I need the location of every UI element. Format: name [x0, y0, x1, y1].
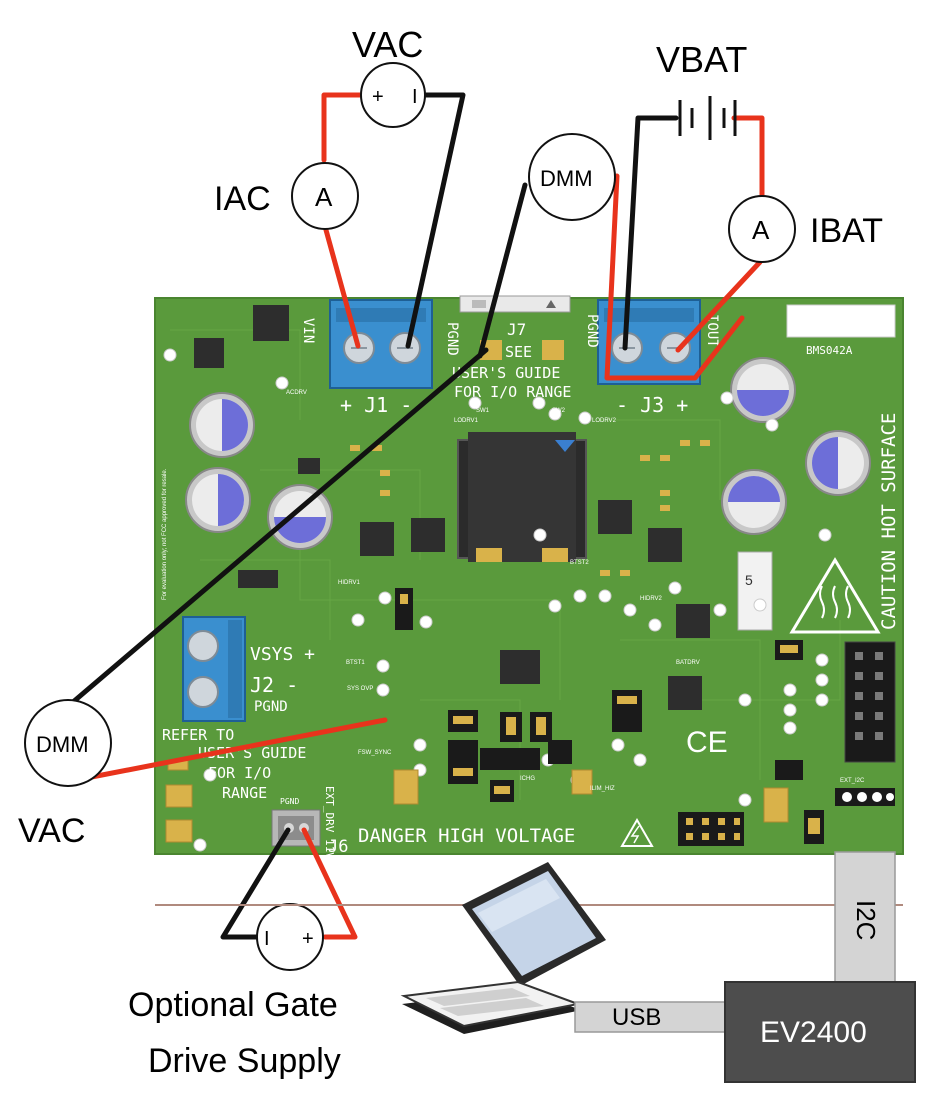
- pgnd-small-label: PGND: [280, 797, 299, 806]
- jumpers: [395, 588, 824, 844]
- iac-label: IAC: [214, 180, 271, 218]
- wire-ibat-to-j3: [675, 259, 763, 353]
- j3-pin-label: IOUT: [704, 314, 720, 348]
- wires: [63, 92, 765, 940]
- hidrv2-label: HIDRV2: [640, 596, 663, 602]
- users-guide-label: USER'S GUIDE: [452, 364, 560, 382]
- refer-io-label: FOR I/O: [208, 764, 271, 782]
- ibat-label: IBAT: [810, 212, 883, 250]
- board-id: BMS042A: [806, 344, 853, 357]
- shunt-resistor: [737, 551, 773, 631]
- btst2-label: BTST2: [570, 560, 589, 566]
- i2c-cable: I2C: [834, 851, 896, 983]
- dmm-top: DMM: [528, 133, 616, 221]
- btst1-label: BTST1: [346, 660, 365, 666]
- ilim-hiz-label: ILIM_HIZ: [590, 786, 615, 792]
- hot-surface-warning-icon: [789, 557, 881, 634]
- vac-left-label: VAC: [18, 812, 85, 850]
- wire-vac-negative: [405, 92, 466, 349]
- lodrv1-label: LODRV1: [454, 418, 479, 424]
- j7-pgnd: PGND: [444, 322, 460, 356]
- refer-guide-label: USER'S GUIDE: [198, 744, 306, 762]
- refer-range-label: RANGE: [222, 784, 267, 802]
- ichg-label: ICHG: [520, 776, 535, 782]
- ev2400-box: EV2400: [724, 981, 916, 1083]
- vac-source-plus: +: [372, 86, 384, 108]
- vsys-label: VSYS +: [250, 644, 315, 665]
- board-id-sticker: [786, 304, 896, 338]
- batdrv-label: BATDRV: [676, 660, 700, 666]
- wire-vac-positive: [321, 92, 365, 163]
- caution-hot-surface: CAUTION HOT SURFACE: [878, 413, 900, 630]
- ext-i2c-label: EXT_I2C: [840, 778, 865, 784]
- ev2400-label: EV2400: [760, 1016, 867, 1049]
- sw1-label: SW1: [476, 408, 490, 414]
- sysovp-label: SYS OVP: [347, 686, 373, 692]
- wire-vbat-positive: [731, 115, 765, 198]
- wire-dmm-left-black: [63, 347, 489, 711]
- hidrv1-label: HIDRV1: [338, 580, 361, 586]
- vac-top-label: VAC: [352, 24, 423, 65]
- wire-iac-to-j1: [323, 227, 361, 349]
- evaluation-board: BMS042A VIN + J1 - J7 PGND SEE USER'S GU…: [154, 295, 904, 886]
- iac-ammeter: A: [291, 162, 359, 230]
- terminal-j3: [597, 299, 701, 385]
- electrolytic-capacitors: [185, 357, 871, 550]
- usb-cable: USB: [574, 1001, 726, 1033]
- vbat-label: VBAT: [656, 39, 747, 80]
- gate-source-plus: +: [302, 928, 314, 950]
- svg-text:5: 5: [745, 572, 753, 588]
- wire-dmm-top-red: [604, 173, 745, 381]
- i2c-label: I2C: [851, 900, 881, 940]
- wire-dmm-top-black: [477, 182, 528, 359]
- refer-to-label: REFER TO: [162, 726, 234, 744]
- ibat-meter-symbol: A: [752, 215, 770, 245]
- wire-dmm-left-red: [63, 717, 388, 785]
- dmm-left: DMM: [24, 699, 112, 787]
- iac-meter-symbol: A: [315, 182, 333, 212]
- see-guide-label: SEE: [505, 343, 532, 361]
- usb-label: USB: [612, 1004, 661, 1031]
- pin-header: [678, 641, 896, 846]
- gate-drive-source: I +: [256, 903, 324, 971]
- vbat-battery-icon: [678, 96, 737, 140]
- inductor-l1: [457, 432, 587, 562]
- vac-source-minus: I: [412, 86, 418, 108]
- wire-vbat-negative: [622, 115, 679, 351]
- gate-supply-line2: Drive Supply: [148, 1042, 341, 1080]
- terminal-j2: [182, 616, 246, 722]
- sw2-label: SW2: [552, 408, 566, 414]
- test-pads: [165, 759, 789, 843]
- j6-label: J6: [328, 837, 348, 857]
- ics: [194, 305, 710, 710]
- ce-mark: CE: [686, 726, 728, 759]
- fcc-note: For evaluation only; not FCC approved fo…: [162, 468, 168, 600]
- vac-source-top: + I: [360, 62, 426, 128]
- laptop-icon: [400, 862, 606, 1034]
- danger-high-voltage: DANGER HIGH VOLTAGE: [358, 825, 575, 847]
- gate-source-minus: I: [264, 928, 270, 950]
- j3-pgnd: PGND: [584, 314, 600, 348]
- dmm-top-label: DMM: [540, 166, 593, 191]
- j1-label: + J1 -: [340, 393, 412, 417]
- dmm-left-label: DMM: [36, 732, 89, 757]
- ibat-ammeter: A: [728, 195, 796, 263]
- gate-supply-line1: Optional Gate: [128, 986, 338, 1024]
- j3-label: - J3 +: [616, 393, 688, 417]
- wire-gate-positive: [301, 827, 358, 940]
- j1-pin-label: VIN: [300, 318, 316, 343]
- acdrv-label: ACDRV: [286, 390, 307, 396]
- j2-pgnd: PGND: [254, 699, 288, 715]
- high-voltage-warning-icon: [620, 817, 654, 847]
- io-range-label: FOR I/O RANGE: [454, 383, 571, 401]
- j2-label: J2 -: [250, 673, 298, 697]
- j7-label: J7: [507, 320, 526, 339]
- wire-gate-negative: [220, 827, 291, 940]
- lodrv2-label: LODRV2: [592, 418, 617, 424]
- j6-text: EXT_DRV 11V MAX: [323, 786, 336, 886]
- connector-j7: [459, 295, 571, 313]
- fsw-sync-label: FSW_SYNC: [358, 750, 392, 756]
